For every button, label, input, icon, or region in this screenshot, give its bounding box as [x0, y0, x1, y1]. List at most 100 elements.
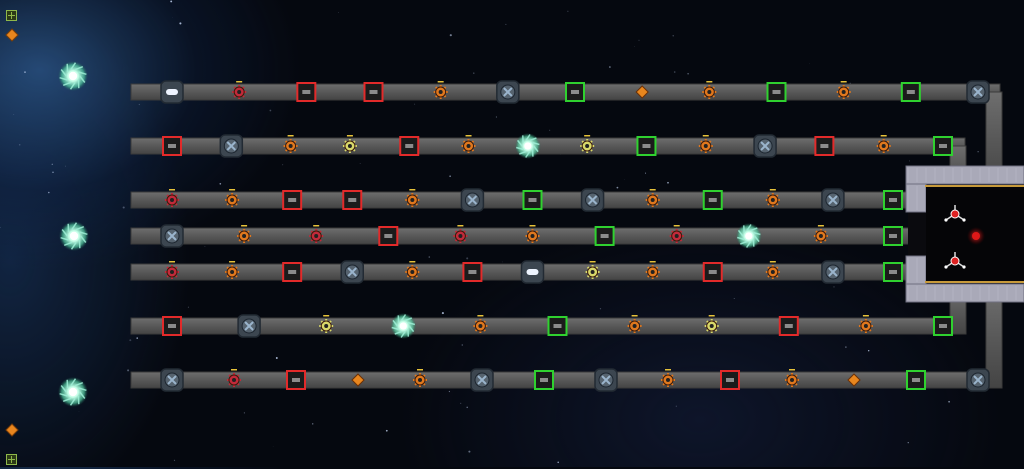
- portal-icon[interactable]: [58, 61, 88, 91]
- base-wall: [906, 256, 926, 284]
- turret-icon[interactable]: [220, 135, 242, 157]
- turret-icon[interactable]: [582, 189, 604, 211]
- box-chip: [889, 270, 897, 274]
- green-barrier-box[interactable]: [884, 227, 902, 245]
- enemy-eye: [242, 234, 246, 238]
- red-barrier-box[interactable]: [721, 371, 739, 389]
- star: [809, 63, 810, 64]
- capsule-icon[interactable]: [522, 261, 544, 283]
- box-chip: [907, 90, 915, 94]
- turret-icon[interactable]: [461, 189, 483, 211]
- green-barrier-box[interactable]: [704, 191, 722, 209]
- star: [868, 350, 869, 351]
- turret-icon[interactable]: [967, 81, 989, 103]
- star: [600, 308, 601, 309]
- diamond-icon[interactable]: [5, 27, 19, 41]
- portal-icon[interactable]: [59, 221, 89, 251]
- red-barrier-box[interactable]: [283, 263, 301, 281]
- enemy-eye: [707, 90, 711, 94]
- enemy-eye: [467, 144, 471, 148]
- star: [0, 227, 1, 228]
- enemy-health: [323, 315, 329, 317]
- star: [52, 172, 53, 173]
- star: [48, 192, 50, 194]
- enemy-eye: [842, 90, 846, 94]
- green-barrier-box[interactable]: [566, 83, 584, 101]
- green-barrier-box[interactable]: [884, 263, 902, 281]
- green-barrier-box[interactable]: [637, 137, 655, 155]
- star: [123, 206, 125, 208]
- star: [673, 35, 674, 36]
- capsule-shell: [166, 89, 178, 95]
- star: [505, 24, 506, 25]
- lane-2: [131, 138, 965, 154]
- star: [386, 430, 388, 432]
- lane-7: [131, 372, 1000, 388]
- star: [312, 423, 313, 424]
- enemy-health: [665, 369, 671, 371]
- turret-icon[interactable]: [471, 369, 493, 391]
- green-barrier-box[interactable]: [535, 371, 553, 389]
- star: [127, 369, 129, 371]
- red-barrier-box[interactable]: [343, 191, 361, 209]
- portal-icon[interactable]: [390, 313, 416, 339]
- red-barrier-box[interactable]: [287, 371, 305, 389]
- green-barrier-box[interactable]: [934, 137, 952, 155]
- turret-icon[interactable]: [822, 261, 844, 283]
- star: [429, 256, 431, 258]
- enemy-eye: [230, 270, 234, 274]
- red-barrier-box[interactable]: [463, 263, 481, 281]
- enemy-eye: [458, 234, 462, 238]
- grid-icon[interactable]: [6, 450, 17, 461]
- turret-icon[interactable]: [341, 261, 363, 283]
- green-barrier-box[interactable]: [549, 317, 567, 335]
- box-chip: [571, 90, 579, 94]
- red-barrier-box[interactable]: [365, 83, 383, 101]
- red-barrier-box[interactable]: [400, 137, 418, 155]
- red-barrier-box[interactable]: [163, 137, 181, 155]
- turret-icon[interactable]: [595, 369, 617, 391]
- diamond-icon[interactable]: [5, 422, 19, 436]
- star: [442, 312, 444, 314]
- red-barrier-box[interactable]: [815, 137, 833, 155]
- star: [139, 104, 140, 105]
- grid-icon[interactable]: [6, 6, 17, 17]
- turret-icon[interactable]: [754, 135, 776, 157]
- green-barrier-box[interactable]: [768, 83, 786, 101]
- lanes: [131, 84, 1002, 388]
- star: [502, 262, 503, 263]
- red-barrier-box[interactable]: [163, 317, 181, 335]
- box-chip: [726, 378, 734, 382]
- red-barrier-box[interactable]: [379, 227, 397, 245]
- enemy-health: [818, 225, 824, 227]
- reactor-core-icon[interactable]: [972, 232, 980, 240]
- green-barrier-box[interactable]: [524, 191, 542, 209]
- red-barrier-box[interactable]: [704, 263, 722, 281]
- green-barrier-box[interactable]: [902, 83, 920, 101]
- turret-icon[interactable]: [497, 81, 519, 103]
- green-barrier-box[interactable]: [907, 371, 925, 389]
- red-barrier-box[interactable]: [297, 83, 315, 101]
- enemy-health: [466, 135, 472, 137]
- turret-icon[interactable]: [161, 225, 183, 247]
- portal-icon[interactable]: [515, 133, 541, 159]
- green-barrier-box[interactable]: [934, 317, 952, 335]
- capsule-icon[interactable]: [161, 81, 183, 103]
- green-barrier-box[interactable]: [884, 191, 902, 209]
- red-barrier-box[interactable]: [780, 317, 798, 335]
- portal-icon[interactable]: [58, 377, 88, 407]
- turret-icon[interactable]: [161, 369, 183, 391]
- green-barrier-box[interactable]: [596, 227, 614, 245]
- enemy-eye: [651, 198, 655, 202]
- star: [609, 66, 611, 68]
- capsule-shell: [527, 269, 539, 275]
- enemy-eye: [771, 198, 775, 202]
- turret-icon[interactable]: [238, 315, 260, 337]
- star: [79, 411, 80, 412]
- enemy-health: [477, 315, 483, 317]
- turret-icon[interactable]: [967, 369, 989, 391]
- portal-icon[interactable]: [736, 223, 762, 249]
- red-barrier-box[interactable]: [283, 191, 301, 209]
- turret-icon[interactable]: [822, 189, 844, 211]
